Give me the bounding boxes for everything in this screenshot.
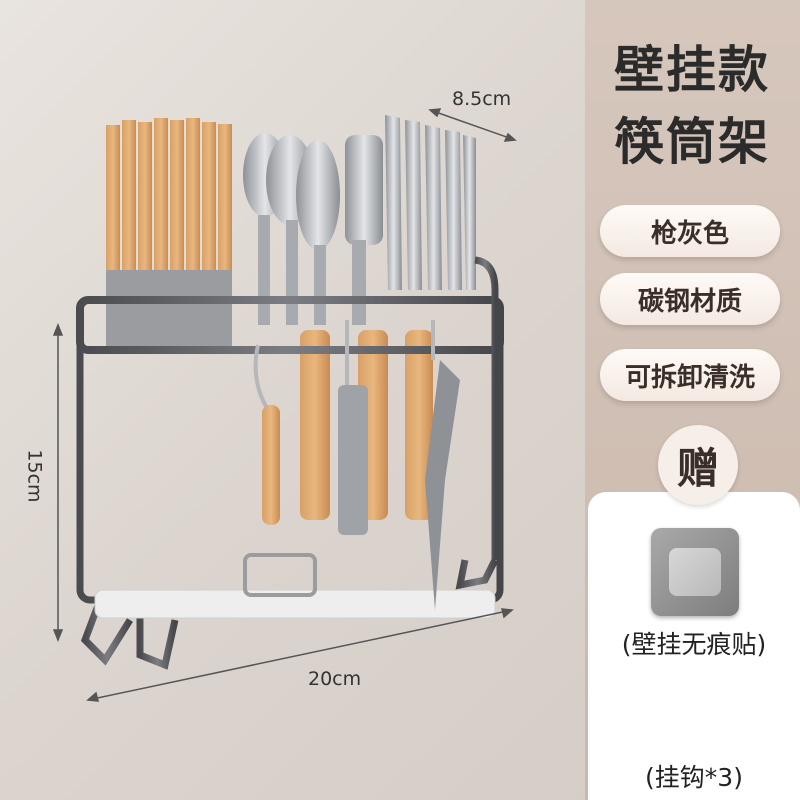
gift-item-hooks: (挂钩*3) bbox=[645, 763, 743, 792]
width-dimension-label: 20cm bbox=[308, 668, 362, 690]
depth-dimension-label: 8.5cm bbox=[452, 88, 512, 110]
hanging-tools bbox=[243, 320, 460, 610]
gift-badge: 赠 bbox=[658, 425, 738, 505]
product-title-line1: 壁挂款 bbox=[614, 41, 770, 99]
dimension-lines bbox=[52, 108, 517, 702]
feature-pill-material: 碳钢材质 bbox=[600, 273, 780, 325]
product-title-line2: 筷筒架 bbox=[614, 113, 770, 171]
wall-sticker-icon bbox=[651, 528, 739, 616]
spoons bbox=[243, 133, 340, 325]
basket-frame bbox=[76, 256, 504, 670]
height-dimension-label: 15cm bbox=[23, 449, 46, 503]
gift-item-sticker: (壁挂无痕贴) bbox=[621, 630, 767, 659]
knives bbox=[385, 115, 476, 290]
chopsticks bbox=[106, 118, 232, 350]
feature-pill-color: 枪灰色 bbox=[600, 205, 780, 257]
feature-pill-removable: 可拆卸清洗 bbox=[600, 349, 780, 401]
